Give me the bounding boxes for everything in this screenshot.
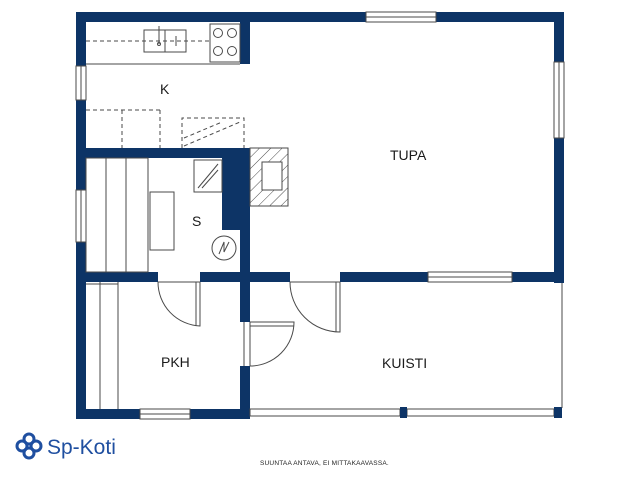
door-pkh-kuisti (243, 321, 295, 367)
stove-icon (209, 23, 241, 63)
porch-outline (249, 283, 563, 418)
dressing-bench-icon (86, 282, 119, 409)
room-label-porch: KUISTI (382, 355, 427, 371)
sauna-bench-icon (85, 157, 175, 273)
windows (75, 11, 565, 420)
appliance-icon (181, 117, 245, 148)
room-label-dressing: PKH (161, 354, 190, 370)
floor-drain-icon (211, 235, 237, 261)
brand-name: Sp-Koti (47, 436, 116, 459)
sauna-stove-icon (193, 159, 223, 193)
door-sauna-pkh (157, 281, 201, 327)
doors (157, 281, 341, 367)
interior-walls (86, 12, 564, 419)
disclaimer-text: SUUNTAA ANTAVA, EI MITTAKAAVASSA. (260, 460, 389, 467)
room-label-sauna: S (192, 213, 201, 229)
fireplace-icon (249, 147, 289, 207)
sauna-fixtures (85, 157, 237, 273)
room-labels: K TUPA S PKH KUISTI (160, 81, 427, 371)
brand-logo: Sp-Koti (15, 432, 116, 460)
room-label-kitchen: K (160, 81, 170, 97)
sp-koti-logo-icon (15, 432, 43, 460)
kitchen-fixtures (86, 23, 245, 148)
kitchen-sink-icon (143, 26, 187, 53)
door-tupa-kuisti (289, 281, 341, 333)
exterior-walls (76, 12, 564, 419)
room-label-living: TUPA (390, 147, 427, 163)
